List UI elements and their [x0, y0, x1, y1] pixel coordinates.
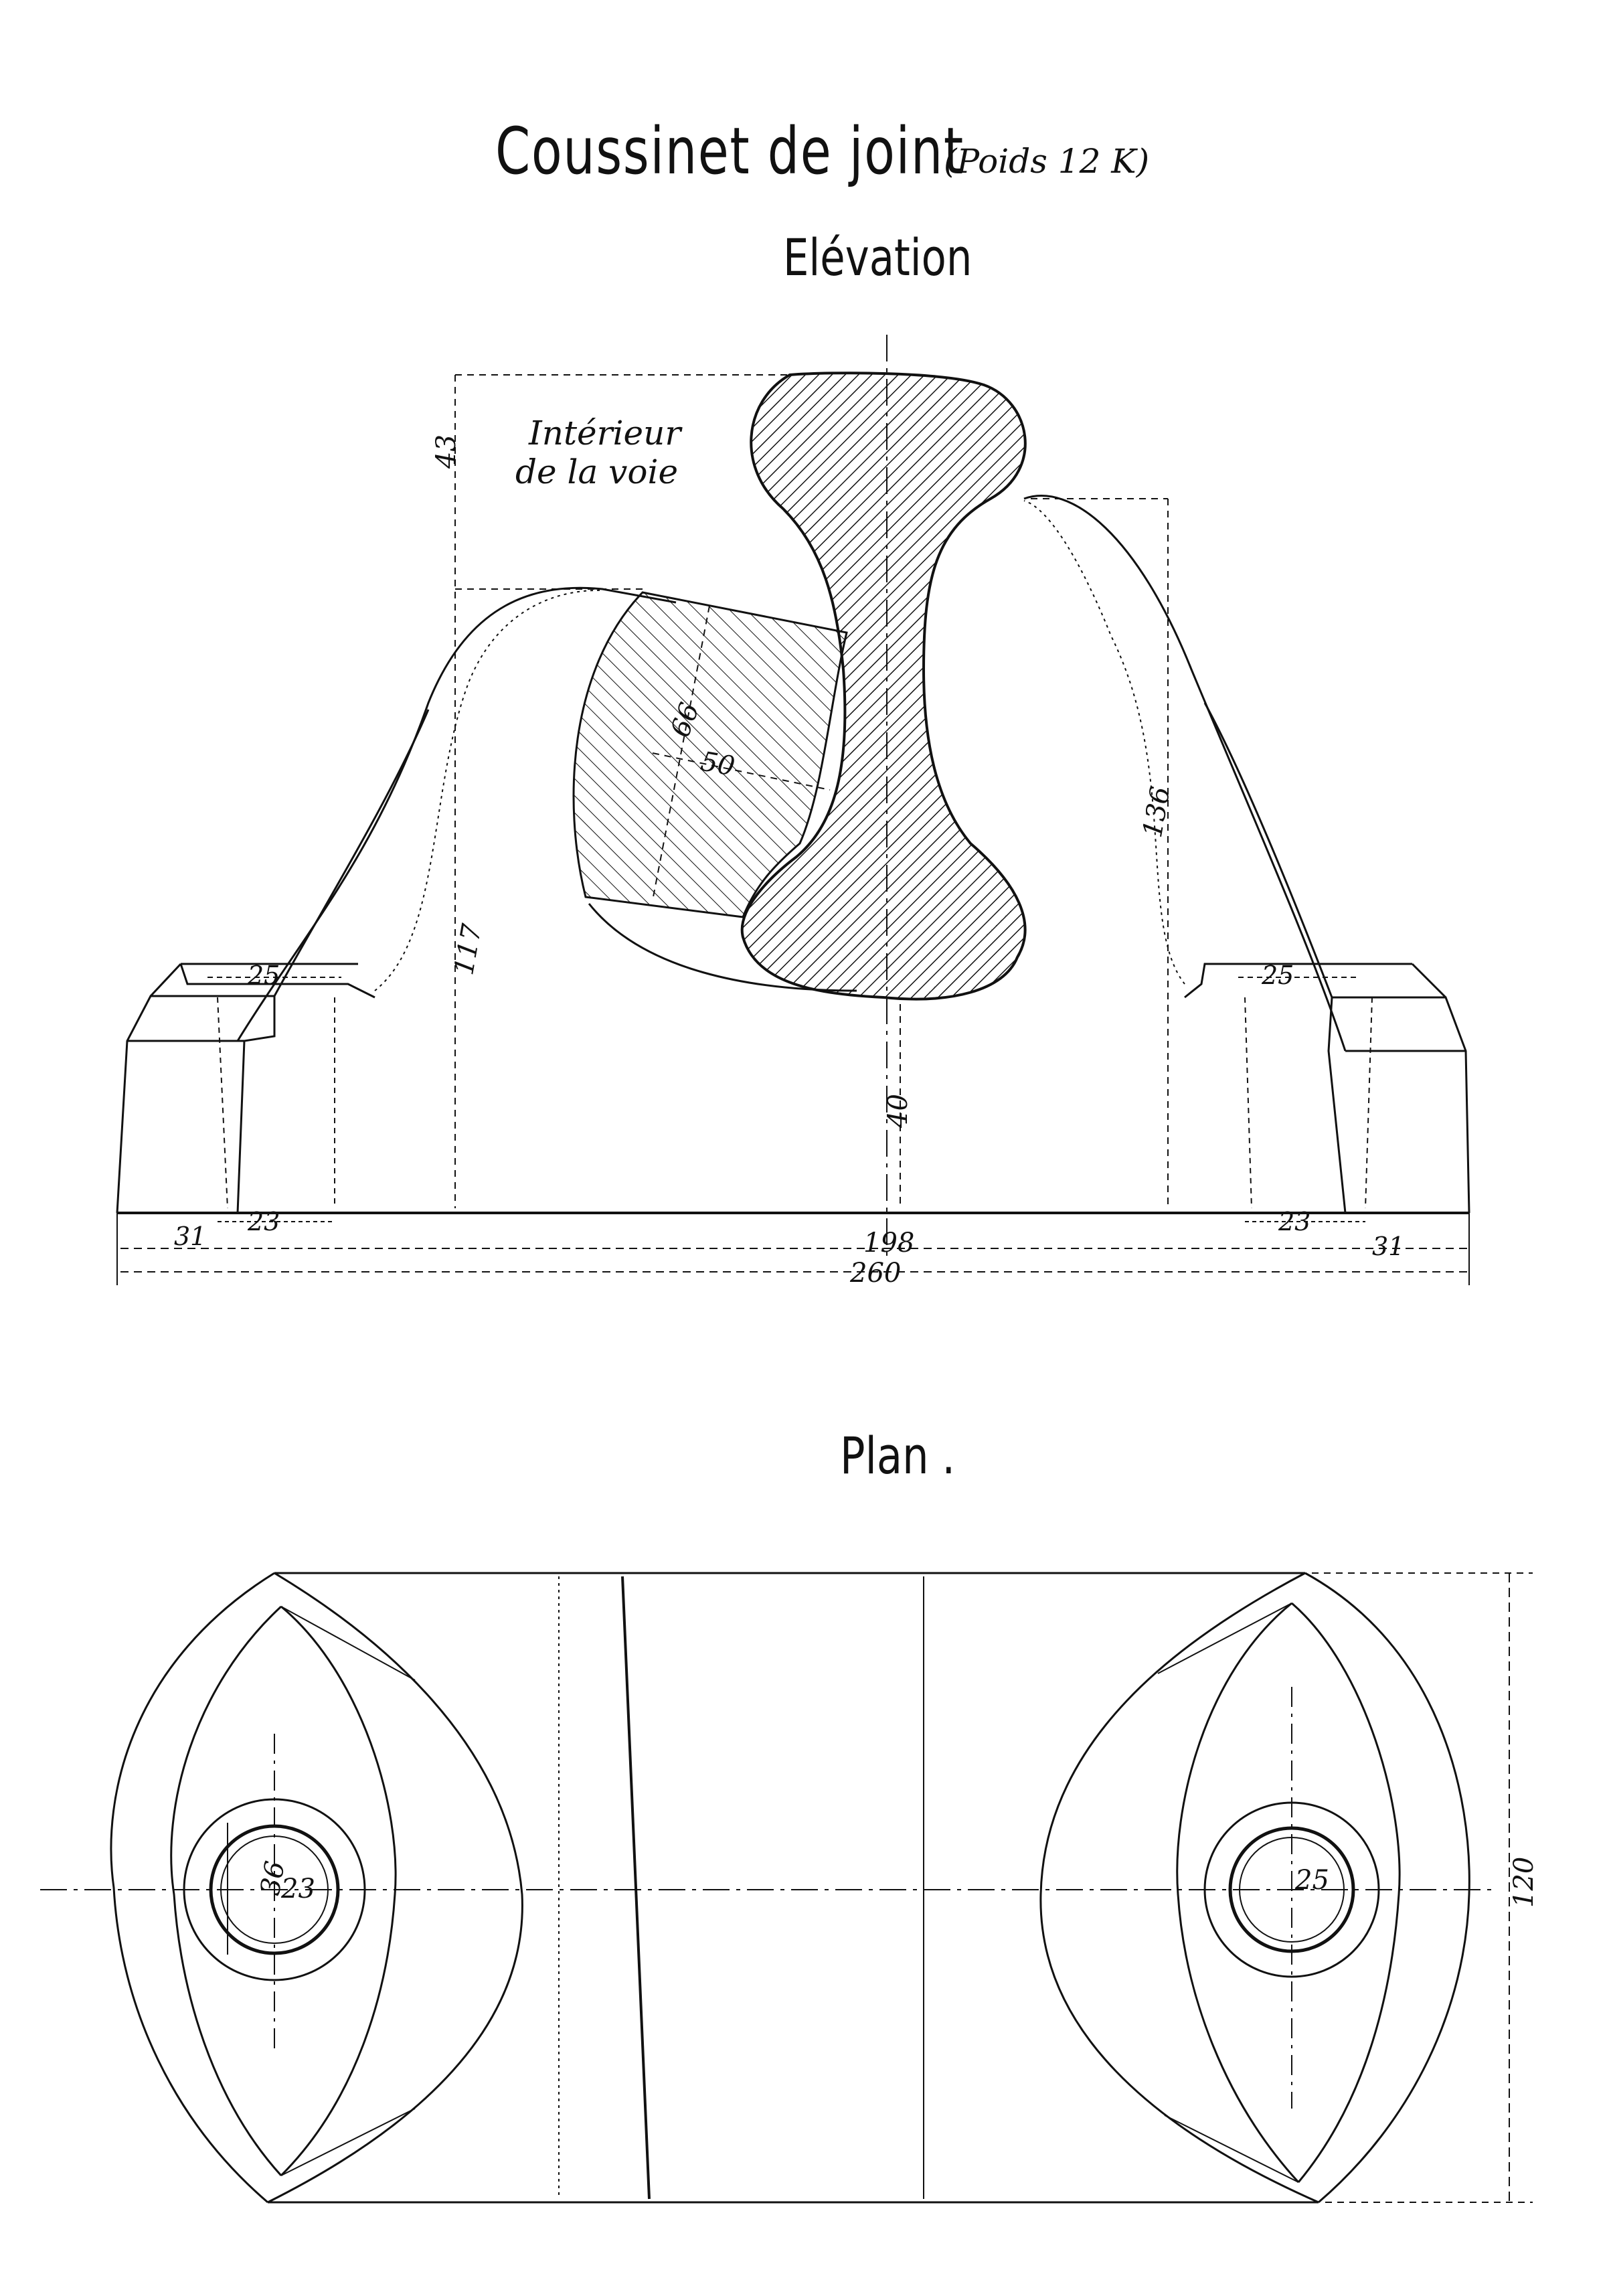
plan-dim-120: 120: [1509, 1857, 1539, 1908]
plan-wedge-line: [621, 1576, 651, 2200]
dim-25-right: 25: [1261, 961, 1294, 990]
plan-left-end: [110, 1572, 523, 2204]
weight-note: (Poids 12 K): [944, 142, 1150, 181]
dim-23-left: 23: [247, 1207, 280, 1236]
right-end-block: [1184, 963, 1470, 1214]
plan-dim-23: 23: [280, 1874, 315, 1904]
right-jaw: [1023, 495, 1347, 1052]
plan-dim-120: [227, 1572, 1533, 2203]
rail-section: [740, 372, 1027, 1001]
plan-right-end: [1039, 1572, 1470, 2204]
plan-heading: Plan .: [840, 1426, 956, 1485]
elevation-dimension-lines: [116, 374, 1470, 1285]
dim-136: 136: [1137, 785, 1177, 840]
dim-31-left: 31: [174, 1222, 206, 1251]
plan-view: 36 23 25 120: [40, 1572, 1539, 2204]
left-jaw: [236, 586, 857, 1042]
dim-25-left: 25: [247, 961, 280, 990]
interior-note-line1: Intérieur: [529, 414, 681, 453]
wedge-key: [572, 591, 848, 918]
interior-note-line2: de la voie: [515, 453, 679, 491]
plan-dim-36: 36: [255, 1859, 291, 1898]
dim-198: 198: [863, 1228, 914, 1258]
dim-43: 43: [431, 434, 462, 469]
elevation-view: 43 117 66 50 136 40 25 25 31 23 198 23 3…: [116, 335, 1470, 1289]
dim-50: 50: [698, 746, 737, 783]
dim-260: 260: [849, 1258, 901, 1289]
elevation-heading: Elévation: [783, 228, 972, 287]
dim-23-right: 23: [1278, 1207, 1310, 1236]
dim-40: 40: [883, 1094, 914, 1129]
left-end-block: [116, 963, 375, 1214]
dim-31-right: 31: [1372, 1232, 1404, 1261]
drawing-title: Coussinet de joint: [495, 114, 964, 189]
plan-dim-25: 25: [1294, 1865, 1329, 1896]
